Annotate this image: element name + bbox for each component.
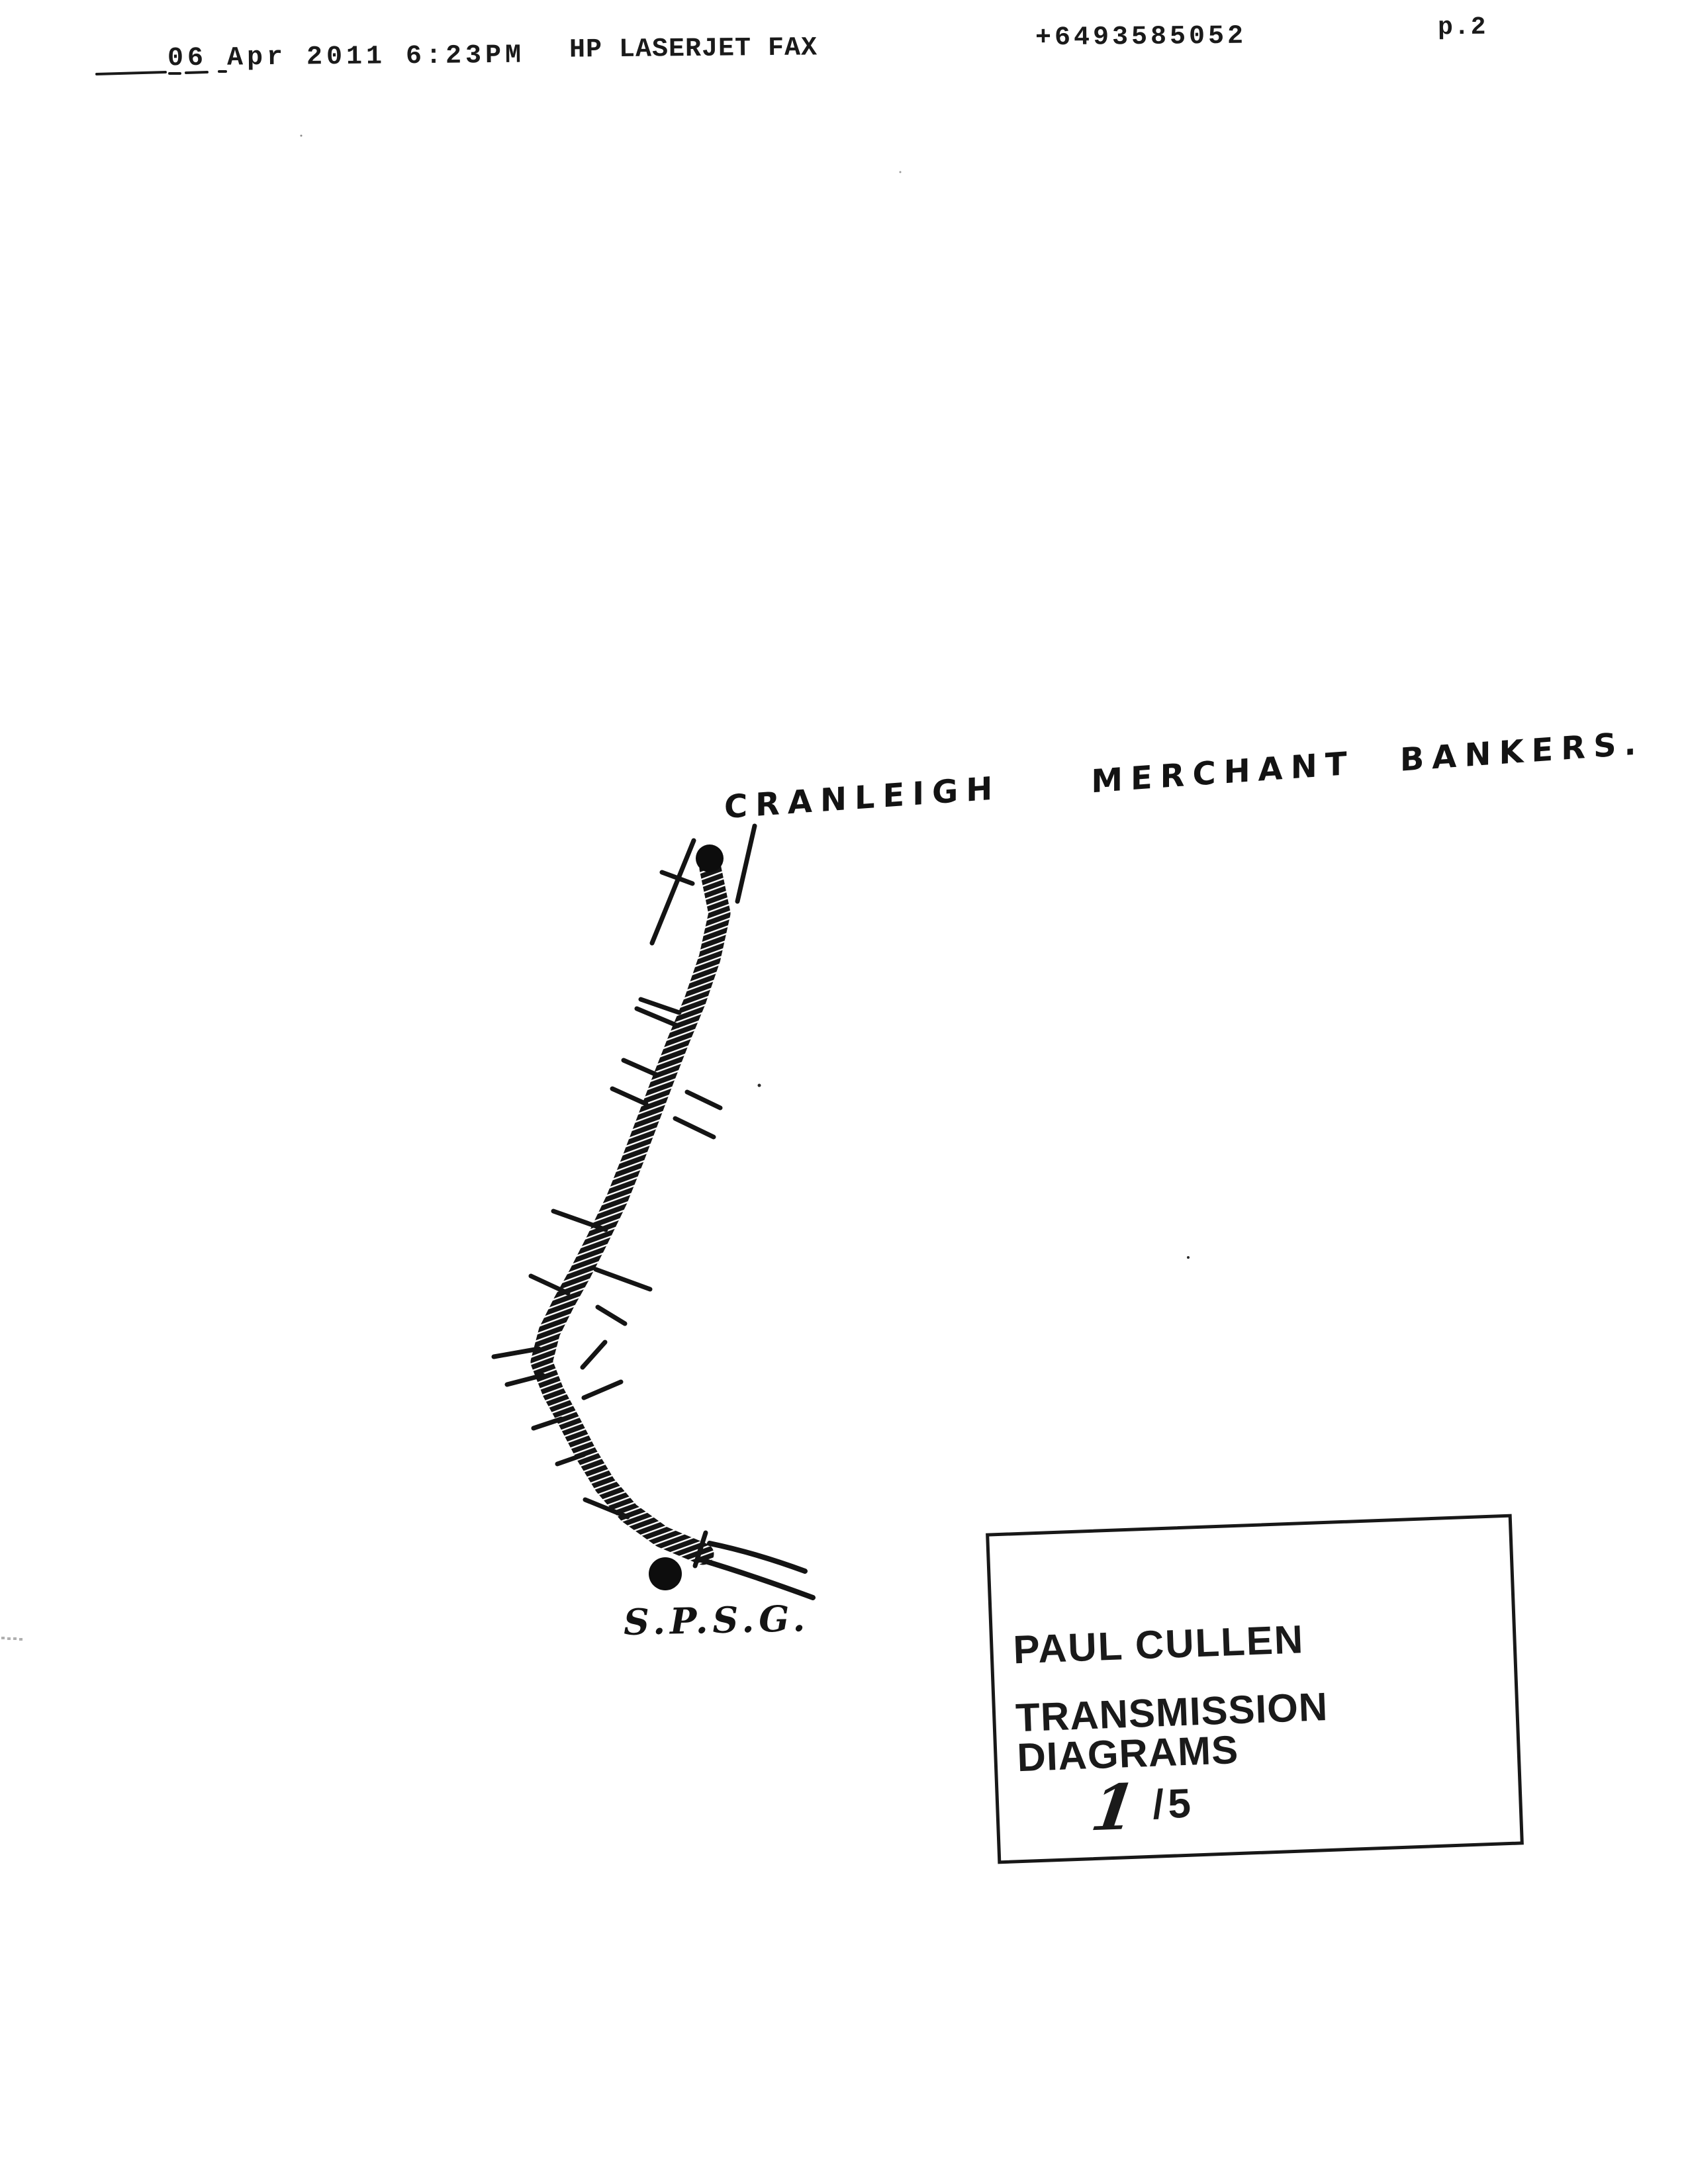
side-road-tick [504, 1373, 545, 1387]
side-road-tick [621, 1058, 659, 1077]
stamp-author-name: PAUL CULLEN [1012, 1617, 1305, 1672]
side-road-tick [593, 1267, 653, 1292]
stamp-document-title: TRANSMISSION DIAGRAMS [1015, 1684, 1330, 1780]
side-road-tick [659, 870, 695, 886]
route-tail-line [696, 1557, 816, 1600]
side-road-tick [673, 1116, 716, 1140]
route-band [530, 857, 731, 1565]
stamp-box: PAUL CULLEN TRANSMISSION DIAGRAMS 1 /5 [986, 1514, 1524, 1864]
side-road-tick [528, 1273, 571, 1296]
stamp-sheet-counter: 1 /5 [1086, 1768, 1196, 1846]
side-road-tick [684, 1089, 723, 1111]
header-underline-artifact [95, 70, 227, 75]
side-road-tick [551, 1208, 608, 1232]
side-road-tick [581, 1379, 624, 1400]
side-road-ticks [491, 823, 757, 1520]
side-road-tick [555, 1452, 586, 1467]
route-end-label: S.P.S.G. [623, 1597, 810, 1643]
stamp-sheet-number-handwritten: 1 [1086, 1770, 1141, 1846]
side-road-tick [649, 838, 696, 946]
side-road-tick [634, 1006, 680, 1028]
side-road-tick [735, 823, 757, 904]
side-road-tick [638, 997, 682, 1015]
route-start-dot [696, 844, 724, 872]
route-tail-line [707, 1541, 808, 1574]
route-end-dot [649, 1557, 682, 1590]
side-road-tick [580, 1340, 608, 1370]
side-road-tick [491, 1346, 541, 1359]
stamp-sheet-total: /5 [1151, 1780, 1196, 1828]
side-road-tick [595, 1304, 628, 1326]
side-road-tick [583, 1497, 630, 1520]
side-road-tick [610, 1086, 649, 1107]
margin-noise-dots [1, 1637, 23, 1641]
paper-specks [300, 134, 1190, 1259]
side-road-tick [531, 1416, 564, 1431]
route-tail-lines [696, 1541, 816, 1600]
